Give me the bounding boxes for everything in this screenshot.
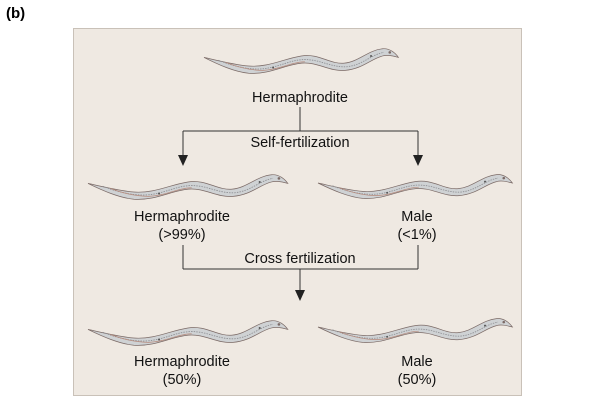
node-self-herm-label: Hermaphrodite <box>134 209 230 225</box>
node-cross-herm-percent: (50%) <box>163 372 202 388</box>
arrow-self-right <box>413 155 423 166</box>
node-cross-male-label: Male <box>401 354 432 370</box>
worm-self-male <box>317 174 513 199</box>
node-cross-herm-label: Hermaphrodite <box>134 354 230 370</box>
worm-self-hermaphrodite <box>87 174 289 200</box>
edge-label-bg <box>244 133 358 151</box>
node-parent-label: Hermaphrodite <box>252 90 348 106</box>
edge-self-label: Self-fertilization <box>250 135 349 151</box>
node-cross-male-percent: (50%) <box>398 372 437 388</box>
worm-cross-male <box>317 318 513 343</box>
node-self-male-label: Male <box>401 209 432 225</box>
worm-parent-hermaphrodite <box>203 48 399 74</box>
arrow-self-left <box>178 155 188 166</box>
diagram-panel: Hermaphrodite Self-fertilization Hermaph… <box>73 28 522 396</box>
panel-label: (b) <box>6 5 26 22</box>
edge-cross-label: Cross fertilization <box>244 251 355 267</box>
arrow-cross-down <box>295 290 305 301</box>
edge-label-bg-cross <box>240 250 362 267</box>
worm-cross-hermaphrodite <box>87 320 289 346</box>
lifecycle-diagram: Hermaphrodite Self-fertilization Hermaph… <box>87 48 513 388</box>
node-self-herm-percent: (>99%) <box>158 227 205 243</box>
node-self-male-percent: (<1%) <box>397 227 436 243</box>
